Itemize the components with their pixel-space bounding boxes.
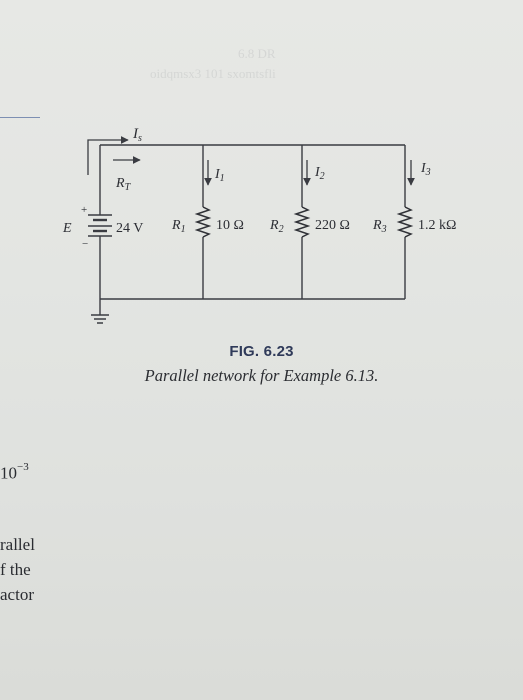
resistor-r3-value: 1.2 kΩ (418, 218, 456, 233)
resistor-r2-value: 220 Ω (315, 218, 350, 233)
resistor-r1-symbol (194, 206, 212, 238)
current-i1-label: I1 (214, 167, 225, 184)
resistor-r3-label: R3 (372, 218, 387, 235)
figure-number: FIG. 6.23 (229, 343, 294, 360)
total-current-label: Is (132, 126, 142, 144)
resistor-r2-label: R2 (269, 218, 284, 235)
margin-rule (0, 117, 40, 118)
circuit-wires (99, 144, 406, 315)
current-i2-label: I2 (314, 165, 325, 182)
source-minus-sign: − (82, 238, 88, 250)
total-resistance-label: RT (115, 176, 132, 193)
margin-exponent: 10−3 (0, 461, 29, 483)
total-current-arrow (87, 136, 129, 175)
figure-caption: Parallel network for Example 6.13. (144, 366, 379, 385)
source-plus-sign: + (81, 204, 87, 216)
margin-text-line-3: actor (0, 585, 34, 604)
resistor-r1-label: R1 (171, 218, 186, 235)
resistor-r3-symbol (396, 206, 414, 238)
resistor-r1-value: 10 Ω (216, 218, 244, 233)
resistor-r2-symbol (293, 206, 311, 238)
source-voltage-value: 24 V (116, 221, 143, 236)
bleed-through-text-1: 6.8 DR (238, 46, 276, 61)
bleed-through-text-2: oidqmsx3 101 sxomtsfli (150, 66, 276, 81)
margin-text-line-2: f the (0, 560, 31, 579)
ground-symbol (91, 314, 109, 324)
margin-text-line-1: rallel (0, 535, 35, 554)
current-i3-label: I3 (420, 161, 431, 178)
source-label: E (62, 221, 72, 236)
battery-symbol (88, 214, 112, 237)
